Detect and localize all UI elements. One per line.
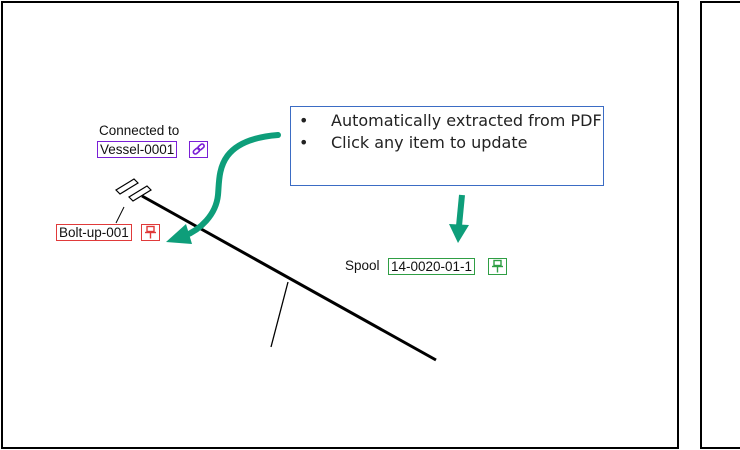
straight-arrowhead (449, 224, 469, 243)
drawing-panel (1, 1, 679, 449)
spool-leader-line (270, 281, 289, 348)
bullet-icon: • (299, 111, 309, 130)
bolt-leader-line (115, 206, 125, 224)
curved-arrowhead (166, 224, 192, 244)
info-callout: • Automatically extracted from PDF • Cli… (290, 106, 604, 186)
callout-item: • Click any item to update (291, 132, 603, 154)
spool-label: Spool (345, 258, 380, 273)
link-icon[interactable] (189, 141, 208, 158)
callout-item-text: Click any item to update (331, 133, 528, 152)
connected-to-label: Connected to (99, 123, 180, 138)
bolt-up-tag[interactable]: Bolt-up-001 (56, 224, 132, 241)
spool-tag[interactable]: 14-0020-01-1 (388, 258, 476, 275)
pin-icon[interactable] (141, 224, 160, 241)
callout-item: • Automatically extracted from PDF (291, 110, 603, 132)
bullet-icon: • (299, 133, 309, 152)
flange-symbol[interactable] (115, 178, 152, 202)
curved-arrow (181, 132, 281, 239)
secondary-panel (700, 1, 740, 449)
straight-arrow (456, 194, 465, 227)
pin-icon[interactable] (488, 258, 507, 275)
callout-item-text: Automatically extracted from PDF (331, 111, 602, 130)
pipe-line[interactable] (141, 194, 437, 362)
vessel-tag[interactable]: Vessel-0001 (97, 141, 178, 158)
